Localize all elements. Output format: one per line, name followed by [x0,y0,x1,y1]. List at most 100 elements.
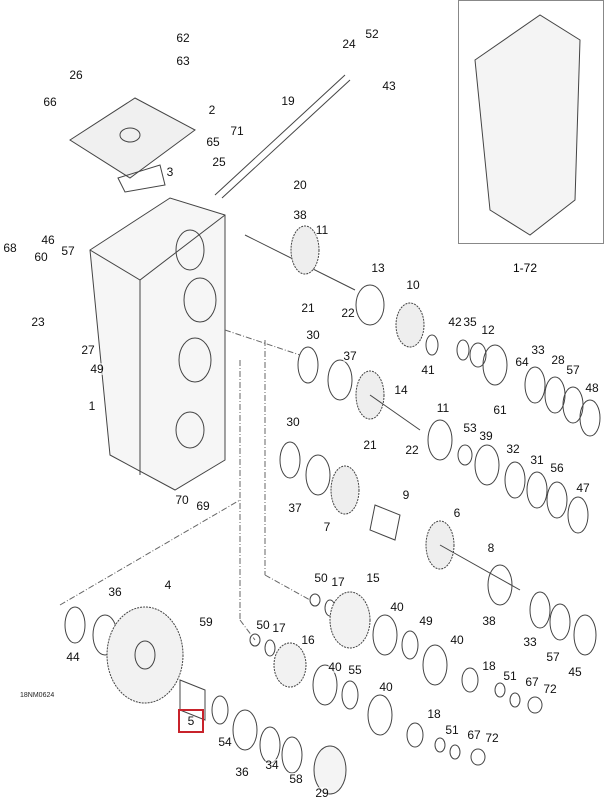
part-callout[interactable]: 21 [301,301,315,315]
part-callout[interactable]: 10 [406,278,420,292]
part-callout[interactable]: 69 [196,499,210,513]
part-callout[interactable]: 66 [43,95,57,109]
part-callout[interactable]: 62 [176,31,190,45]
assembly-range-label[interactable]: 1-72 [512,261,538,275]
part-callout[interactable]: 59 [199,615,213,629]
part-callout[interactable]: 22 [341,306,355,320]
gearbox-casing [89,197,226,491]
highlighted-part-callout[interactable]: 5 [178,709,204,733]
part-callout[interactable]: 12 [481,323,495,337]
part-callout[interactable]: 55 [348,663,362,677]
part-callout[interactable]: 30 [306,328,320,342]
part-callout[interactable]: 61 [493,403,507,417]
part-callout[interactable]: 43 [382,79,396,93]
part-callout[interactable]: 30 [286,415,300,429]
part-callout[interactable]: 70 [175,493,189,507]
part-callout[interactable]: 34 [265,758,279,772]
assembly-thumbnail [474,14,581,236]
part-callout[interactable]: 49 [419,614,433,628]
part-callout[interactable]: 17 [272,621,286,635]
part-callout[interactable]: 26 [69,68,83,82]
part-callout[interactable]: 40 [328,660,342,674]
part-callout[interactable]: 67 [525,675,539,689]
part-callout[interactable]: 18 [482,659,496,673]
part-callout[interactable]: 57 [566,363,580,377]
part-callout[interactable]: 58 [289,772,303,786]
part-callout[interactable]: 24 [342,37,356,51]
part-callout[interactable]: 9 [402,488,410,502]
part-callout[interactable]: 41 [421,363,435,377]
part-callout[interactable]: 52 [365,27,379,41]
part-callout[interactable]: 21 [363,438,377,452]
part-callout[interactable]: 7 [323,520,331,534]
part-callout[interactable]: 37 [288,501,302,515]
part-callout[interactable]: 38 [482,614,496,628]
part-callout[interactable]: 68 [3,241,17,255]
part-callout[interactable]: 72 [543,682,557,696]
part-callout[interactable]: 65 [206,135,220,149]
part-callout[interactable]: 1 [88,399,96,413]
part-callout[interactable]: 36 [108,585,122,599]
part-callout[interactable]: 49 [90,362,104,376]
part-callout[interactable]: 47 [576,481,590,495]
part-callout[interactable]: 50 [256,618,270,632]
part-callout[interactable]: 57 [61,244,75,258]
part-callout[interactable]: 53 [463,421,477,435]
part-callout[interactable]: 40 [379,680,393,694]
part-callout[interactable]: 18 [427,707,441,721]
part-callout[interactable]: 23 [31,315,45,329]
part-callout[interactable]: 72 [485,731,499,745]
part-callout[interactable]: 37 [343,349,357,363]
part-callout[interactable]: 15 [366,571,380,585]
part-callout[interactable]: 6 [453,506,461,520]
part-callout[interactable]: 11 [436,401,450,415]
part-callout[interactable]: 11 [315,223,329,237]
part-callout[interactable]: 29 [315,786,329,800]
part-callout[interactable]: 33 [531,343,545,357]
part-callout[interactable]: 25 [212,155,226,169]
part-callout[interactable]: 46 [41,233,55,247]
part-callout[interactable]: 4 [164,578,172,592]
part-callout[interactable]: 54 [218,735,232,749]
part-callout[interactable]: 17 [331,575,345,589]
part-callout[interactable]: 67 [467,728,481,742]
part-callout[interactable]: 13 [371,261,385,275]
part-callout[interactable]: 38 [293,208,307,222]
part-callout[interactable]: 39 [479,429,493,443]
part-callout[interactable]: 71 [230,124,244,138]
part-callout[interactable]: 56 [550,461,564,475]
part-callout[interactable]: 63 [176,54,190,68]
part-callout[interactable]: 33 [523,635,537,649]
part-callout[interactable]: 2 [208,103,216,117]
part-callout[interactable]: 22 [405,443,419,457]
part-callout[interactable]: 57 [546,650,560,664]
part-callout[interactable]: 32 [506,442,520,456]
part-callout[interactable]: 20 [293,178,307,192]
countershaft-row [297,346,589,534]
drawing-code: 18NM0624 [20,692,55,699]
part-callout[interactable]: 60 [34,250,48,264]
shift-shaft [214,74,346,196]
part-callout[interactable]: 16 [301,633,315,647]
part-callout[interactable]: 50 [314,571,328,585]
part-callout[interactable]: 27 [81,343,95,357]
reverse-gear-row [64,606,347,795]
part-callout[interactable]: 28 [551,353,565,367]
part-callout[interactable]: 42 [448,315,462,329]
part-callout[interactable]: 45 [568,665,582,679]
part-callout[interactable]: 64 [515,355,529,369]
top-cover [69,97,196,193]
part-callout[interactable]: 31 [530,453,544,467]
part-callout[interactable]: 36 [235,765,249,779]
part-callout[interactable]: 35 [463,315,477,329]
part-callout[interactable]: 51 [445,723,459,737]
part-callout[interactable]: 3 [166,165,174,179]
part-callout[interactable]: 8 [487,541,495,555]
part-callout[interactable]: 48 [585,381,599,395]
part-callout[interactable]: 51 [503,669,517,683]
part-callout[interactable]: 40 [450,633,464,647]
part-callout[interactable]: 14 [394,383,408,397]
part-callout[interactable]: 44 [66,650,80,664]
part-callout[interactable]: 19 [281,94,295,108]
part-callout[interactable]: 40 [390,600,404,614]
